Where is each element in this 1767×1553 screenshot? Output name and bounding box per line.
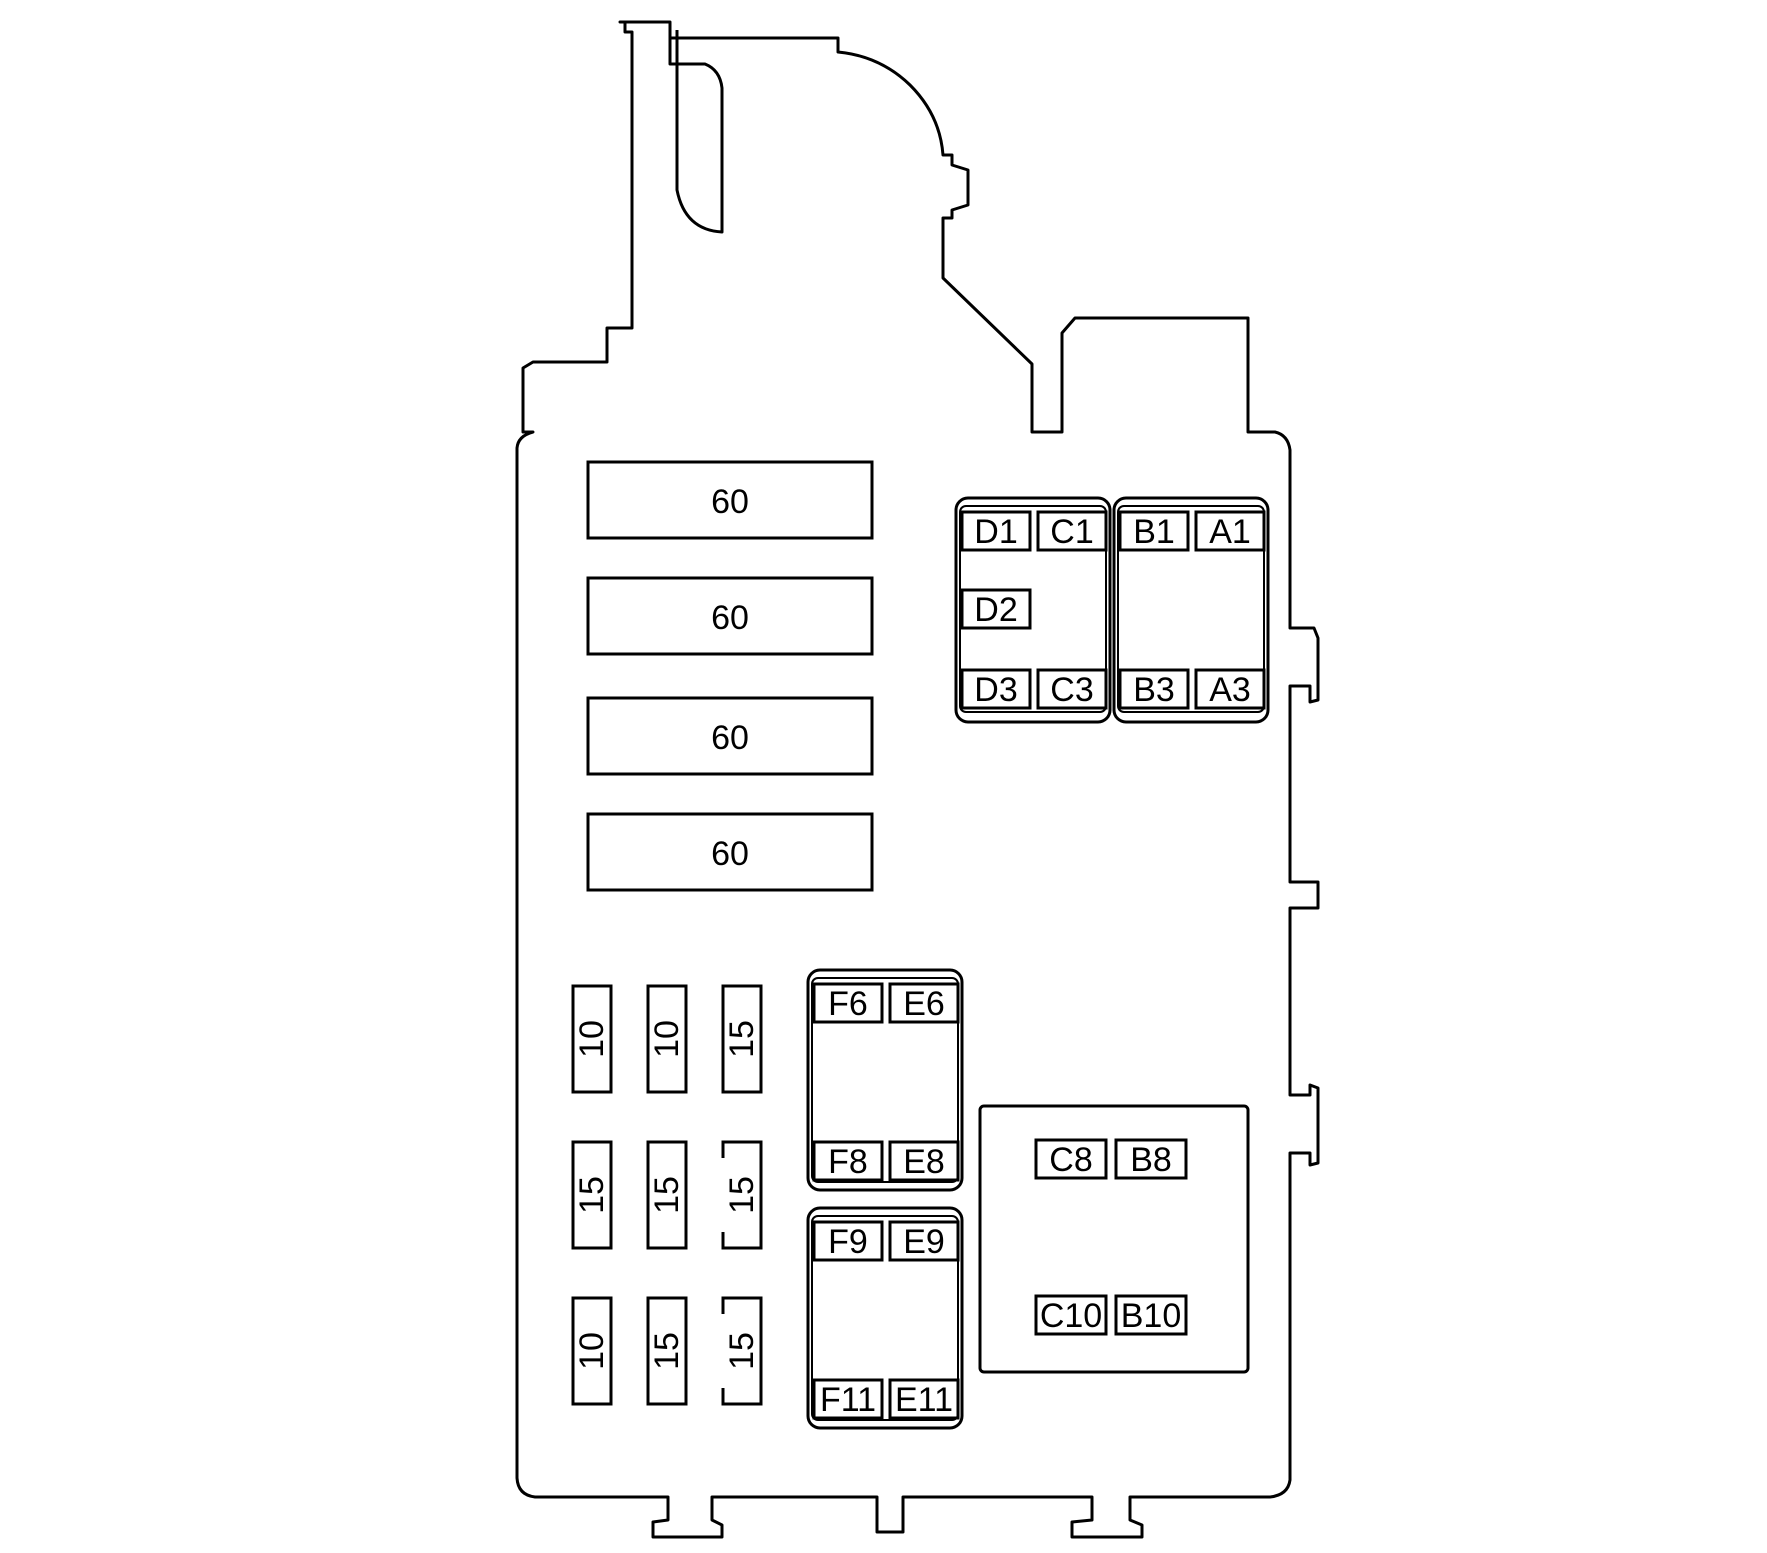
terminal-label: E9 [903,1223,945,1261]
relay-terminal[interactable]: E6 [888,982,960,1024]
relay-block-fe-upper: F6 E6 F8 E8 [806,968,964,1192]
maxi-fuse-rating: 60 [711,599,749,637]
relay-terminal[interactable]: E11 [888,1378,960,1420]
mini-fuse[interactable]: 10 [571,1296,613,1406]
terminal-label: E8 [903,1143,945,1181]
mini-fuse-rating: 10 [573,1020,611,1058]
relay-terminal[interactable]: C10 [1034,1294,1108,1336]
relay-terminal[interactable]: F6 [812,982,884,1024]
terminal-label: A3 [1209,671,1251,709]
relay-terminal[interactable]: B8 [1114,1138,1188,1180]
relay-terminal[interactable]: B3 [1118,668,1190,710]
mini-fuse[interactable]: 10 [571,984,613,1094]
terminal-label: C1 [1050,513,1093,551]
terminal-label: C8 [1049,1141,1092,1179]
terminal-label: B1 [1133,513,1175,551]
terminal-label: F11 [820,1381,876,1419]
maxi-fuse-group: 60 60 60 60 [586,460,874,892]
relay-terminal[interactable]: F11 [812,1378,884,1420]
maxi-fuse-rating: 60 [711,719,749,757]
maxi-fuse[interactable]: 60 [586,812,874,892]
relay-terminal[interactable]: E8 [888,1140,960,1182]
mini-fuse-rating: 15 [723,1176,761,1214]
mini-fuse-rating: 15 [723,1332,761,1370]
mini-fuse-group: 10 10 15 15 15 15 10 15 15 [571,984,763,1406]
relay-block-fe-lower: F9 E9 F11 E11 [806,1206,964,1430]
mini-fuse[interactable]: 10 [646,984,688,1094]
mini-fuse[interactable]: 15 [571,1140,613,1250]
mini-fuse-rating: 15 [648,1176,686,1214]
terminal-label: F9 [828,1223,868,1261]
relay-terminal[interactable]: C3 [1036,668,1108,710]
relay-terminal[interactable]: C8 [1034,1138,1108,1180]
terminal-label: B8 [1130,1141,1172,1179]
terminal-label: F8 [828,1143,868,1181]
maxi-fuse[interactable]: 60 [586,460,874,540]
housing-outline [515,20,1320,1539]
mini-fuse[interactable]: 15 [646,1140,688,1250]
maxi-fuse[interactable]: 60 [586,576,874,656]
mini-fuse[interactable]: 15 [721,1140,763,1250]
relay-block-dc: D1 C1 D2 D3 C3 [954,496,1112,724]
relay-terminal[interactable]: B10 [1114,1294,1188,1336]
housing-slot [668,30,724,234]
relay-terminal[interactable]: F9 [812,1220,884,1262]
terminal-label: C3 [1050,671,1093,709]
mini-fuse-rating: 15 [648,1332,686,1370]
mini-fuse-rating: 15 [723,1020,761,1058]
terminal-label: E11 [895,1381,953,1419]
relay-terminal[interactable]: D1 [960,510,1032,552]
mini-fuse[interactable]: 15 [721,1296,763,1406]
relay-terminal[interactable]: F8 [812,1140,884,1182]
relay-block-ba: B1 A1 B3 A3 [1112,496,1270,724]
relay-terminal[interactable]: E9 [888,1220,960,1262]
mini-fuse-rating: 10 [573,1332,611,1370]
relay-terminal[interactable]: A3 [1194,668,1266,710]
terminal-label: A1 [1209,513,1251,551]
mini-fuse-rating: 10 [648,1020,686,1058]
relay-terminal[interactable]: D3 [960,668,1032,710]
maxi-fuse-rating: 60 [711,835,749,873]
maxi-fuse[interactable]: 60 [586,696,874,776]
terminal-label: B3 [1133,671,1175,709]
relay-block-large: C8 B8 C10 B10 [978,1104,1250,1374]
terminal-label: D2 [974,591,1017,629]
relay-terminal[interactable]: B1 [1118,510,1190,552]
relay-terminal[interactable]: C1 [1036,510,1108,552]
mini-fuse-rating: 15 [573,1176,611,1214]
relay-terminal[interactable]: A1 [1194,510,1266,552]
terminal-label: D3 [974,671,1017,709]
maxi-fuse-rating: 60 [711,483,749,521]
relay-terminal[interactable]: D2 [960,588,1032,630]
mini-fuse[interactable]: 15 [646,1296,688,1406]
mini-fuse[interactable]: 15 [721,984,763,1094]
terminal-label: F6 [828,985,868,1023]
terminal-label: B10 [1121,1297,1182,1335]
terminal-label: E6 [903,985,945,1023]
terminal-label: D1 [974,513,1017,551]
terminal-label: C10 [1040,1297,1102,1335]
